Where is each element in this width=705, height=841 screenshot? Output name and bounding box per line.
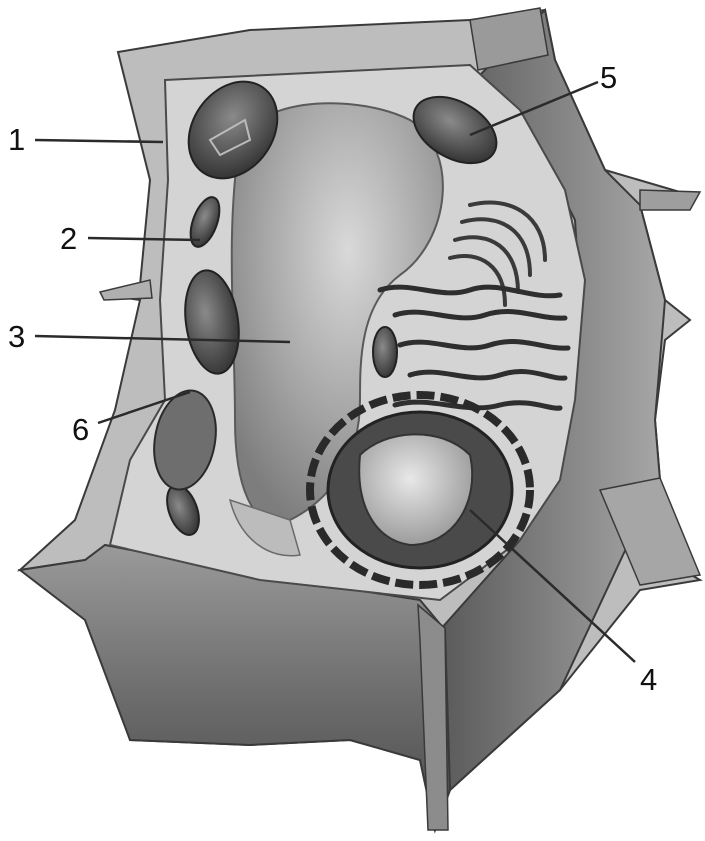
label-4: 4: [640, 662, 657, 697]
label-1: 1: [8, 122, 25, 157]
label-3: 3: [8, 319, 25, 354]
label-5: 5: [600, 60, 617, 95]
label-6: 6: [72, 412, 89, 447]
nucleus: [310, 395, 530, 585]
label-2: 2: [60, 221, 77, 256]
